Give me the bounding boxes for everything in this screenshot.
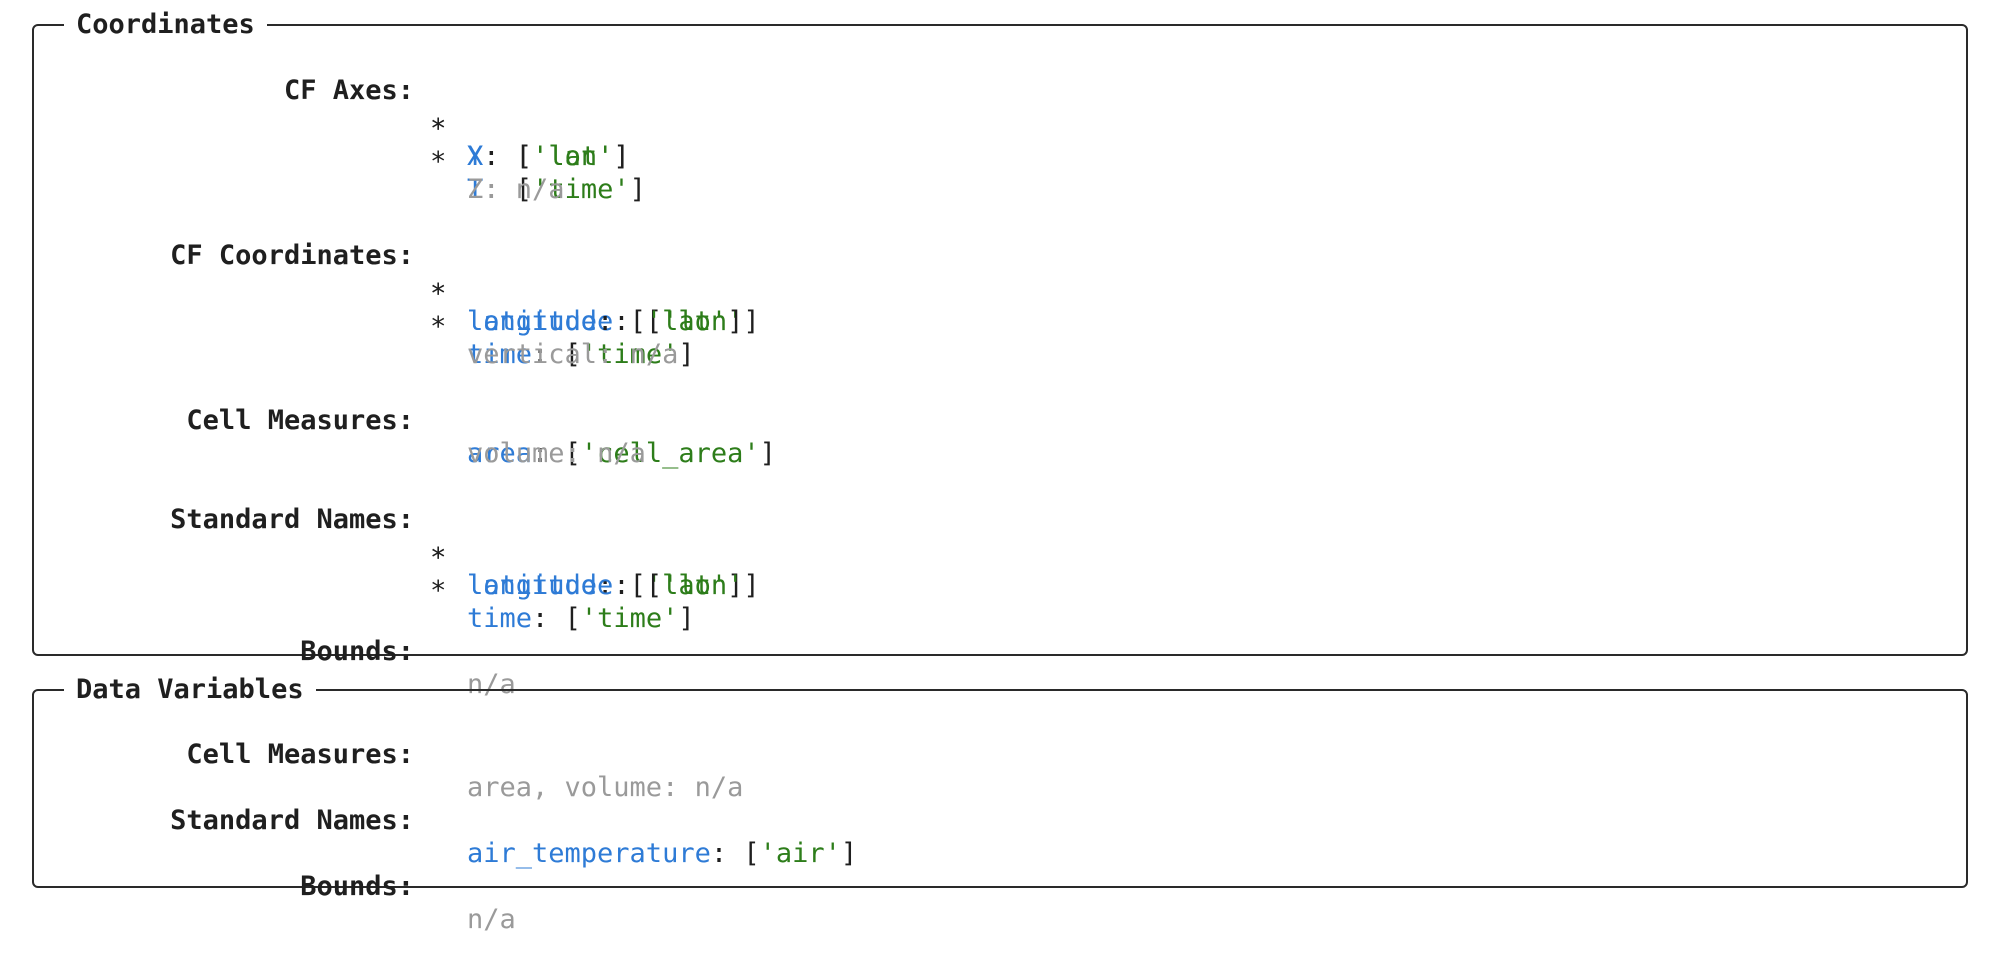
cell-measure-key: area xyxy=(467,438,533,469)
cell-measures-row-area: Cell Measures: area: ['cell_area'] xyxy=(34,371,775,469)
standard-name-key: time xyxy=(467,603,533,634)
cell-measure-key: volume xyxy=(467,438,565,469)
cf-coordinate-key: vertical xyxy=(467,339,598,370)
standard-name-value: 'time' xyxy=(580,603,679,634)
cf-axis-key: Y xyxy=(467,141,484,172)
cf-coordinates-row-latitude: ∗ latitude: ['lat'] xyxy=(430,273,744,337)
present-marker: ∗ xyxy=(430,306,447,337)
cell-measure-value: n/a xyxy=(597,438,646,469)
dv-bounds-row: Bounds: n/a xyxy=(34,837,516,935)
present-marker: ∗ xyxy=(430,108,447,139)
data-variables-title: Data Variables xyxy=(64,673,316,706)
dv-cell-measures-value: area, volume: n/a xyxy=(467,772,744,803)
standard-names-row-time: ∗ time: ['time'] xyxy=(430,570,695,634)
standard-names-row-latitude: Standard Names: ∗ latitude: ['lat'] xyxy=(34,470,743,601)
cf-coordinate-value: 'lon' xyxy=(662,306,744,337)
cell-measure-value: 'cell_area' xyxy=(580,438,760,469)
dv-standard-names-row: Standard Names: air_temperature: ['air'] xyxy=(34,771,857,869)
dv-standard-name-value: 'air' xyxy=(759,838,841,869)
cell-measures-row-volume: volume: n/a xyxy=(467,438,646,469)
cf-coordinate-key: time xyxy=(467,339,533,370)
dv-standard-names-label: Standard Names: xyxy=(170,805,414,836)
present-marker: ∗ xyxy=(430,570,447,601)
cf-axis-key: T xyxy=(467,174,484,205)
dv-cell-measures-row: Cell Measures: area, volume: n/a xyxy=(34,705,743,803)
cf-coordinates-row-time: ∗ time: ['time'] xyxy=(430,306,695,370)
cf-axes-row-y: ∗ Y: ['lat'] xyxy=(430,108,630,172)
cf-axis-value: 'time' xyxy=(532,174,630,205)
present-marker: ∗ xyxy=(430,537,447,568)
bounds-label: Bounds: xyxy=(300,636,414,667)
dv-standard-name-key: air_temperature xyxy=(467,838,711,869)
cf-coordinates-label: CF Coordinates: xyxy=(170,240,414,271)
standard-names-row-longitude: ∗ longitude: ['lon'] xyxy=(430,537,760,601)
standard-name-key: latitude xyxy=(467,570,598,601)
cf-axis-value: 'lat' xyxy=(532,141,614,172)
cell-measures-label: Cell Measures: xyxy=(186,405,414,436)
cf-axes-label: CF Axes: xyxy=(283,75,414,106)
cf-coordinate-value: 'lat' xyxy=(645,306,728,337)
cf-axis-key: Z xyxy=(467,174,484,205)
present-marker: ∗ xyxy=(430,537,447,568)
present-marker: ∗ xyxy=(430,273,447,304)
dv-bounds-value: n/a xyxy=(467,904,516,935)
standard-name-value: 'lon' xyxy=(662,570,744,601)
cf-coordinates-row-vertical: vertical: n/a xyxy=(467,339,679,370)
cf-axis-value: n/a xyxy=(515,174,565,205)
present-marker: ∗ xyxy=(430,273,447,304)
coordinates-panel: Coordinates CF Axes: ∗ X: ['lon'] ∗ Y: [… xyxy=(32,8,1968,700)
standard-name-value: 'lat' xyxy=(645,570,728,601)
cf-coordinate-value: 'time' xyxy=(580,339,679,370)
cf-axis-key: X xyxy=(467,141,484,172)
coordinates-title: Coordinates xyxy=(64,8,267,41)
standard-names-label: Standard Names: xyxy=(170,504,414,535)
bounds-value: n/a xyxy=(467,669,516,700)
data-variables-panel: Data Variables Cell Measures: area, volu… xyxy=(32,673,1968,935)
cf-axes-row-z: Z: n/a xyxy=(467,174,565,205)
present-marker: ∗ xyxy=(430,108,447,139)
cf-axes-row-t: ∗ T: ['time'] xyxy=(430,141,646,205)
cf-coordinate-value: n/a xyxy=(629,339,679,370)
cf-axis-value: 'lon' xyxy=(532,141,614,172)
dv-cell-measures-label: Cell Measures: xyxy=(186,739,414,770)
dv-bounds-label: Bounds: xyxy=(300,871,414,902)
cf-coordinate-key: latitude xyxy=(467,306,598,337)
standard-name-key: longitude xyxy=(467,570,614,601)
cf-coordinate-key: longitude xyxy=(467,306,614,337)
cf-axes-row-x: CF Axes: ∗ X: ['lon'] xyxy=(34,41,630,172)
cf-coordinates-row-longitude: CF Coordinates: ∗ longitude: ['lon'] xyxy=(34,206,760,337)
bounds-row: Bounds: n/a xyxy=(34,602,516,700)
present-marker: ∗ xyxy=(430,141,447,172)
